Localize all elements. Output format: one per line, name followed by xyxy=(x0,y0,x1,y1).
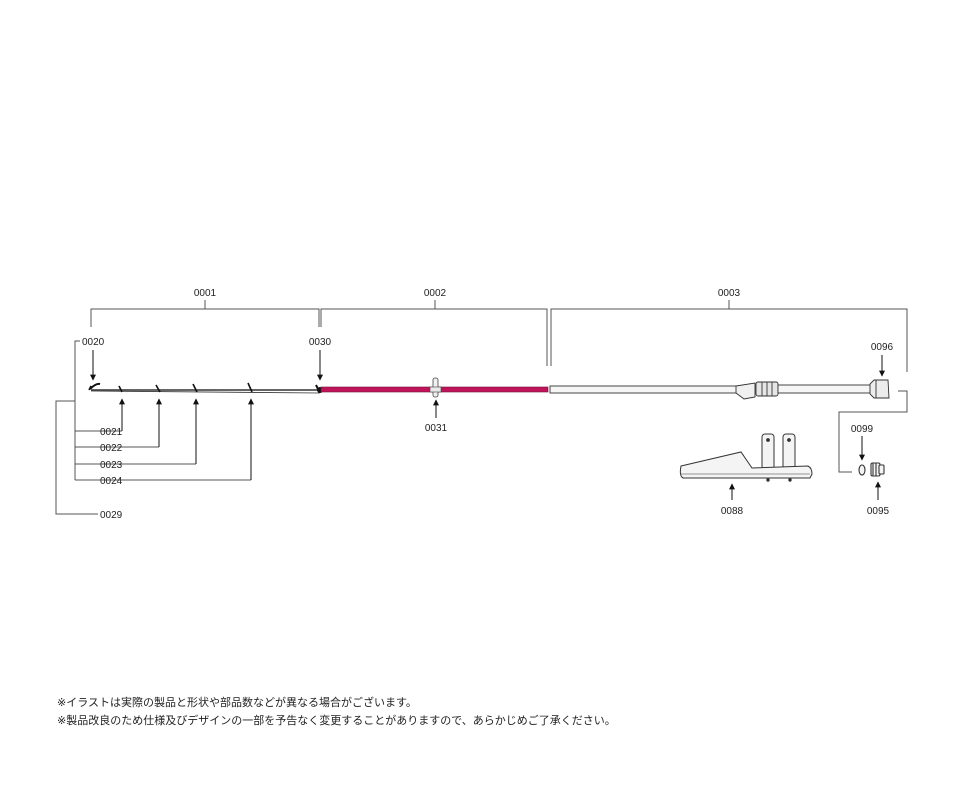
label-0023: 0023 xyxy=(100,460,123,471)
label-0002: 0002 xyxy=(424,288,447,299)
label-0030: 0030 xyxy=(309,337,332,348)
o-ring-and-cap xyxy=(858,462,885,477)
label-0020: 0020 xyxy=(82,337,105,348)
middle-section xyxy=(320,377,549,398)
butt-section xyxy=(549,379,890,400)
section-brackets xyxy=(90,300,908,372)
disclaimer-specification: ※製品改良のため仕様及びデザインの一部を予告なく変更することがありますので、あら… xyxy=(57,714,616,727)
part-labels: 0001 0002 0003 0020 0030 0096 0021 0022 … xyxy=(82,288,894,521)
label-0029: 0029 xyxy=(100,510,123,521)
label-0022: 0022 xyxy=(100,443,123,454)
label-0024: 0024 xyxy=(100,476,123,487)
label-0021: 0021 xyxy=(100,427,123,438)
label-0099: 0099 xyxy=(851,424,874,435)
label-0096: 0096 xyxy=(871,342,894,353)
leader-lines xyxy=(55,340,908,515)
tip-section xyxy=(88,382,323,394)
label-0088: 0088 xyxy=(721,506,744,517)
rod-holder xyxy=(679,433,813,482)
label-0001: 0001 xyxy=(194,288,217,299)
disclaimer-illustration: ※イラストは実際の製品と形状や部品数などが異なる場合がございます。 xyxy=(57,696,417,709)
label-0031: 0031 xyxy=(425,423,448,434)
label-0003: 0003 xyxy=(718,288,741,299)
label-0095: 0095 xyxy=(867,506,890,517)
